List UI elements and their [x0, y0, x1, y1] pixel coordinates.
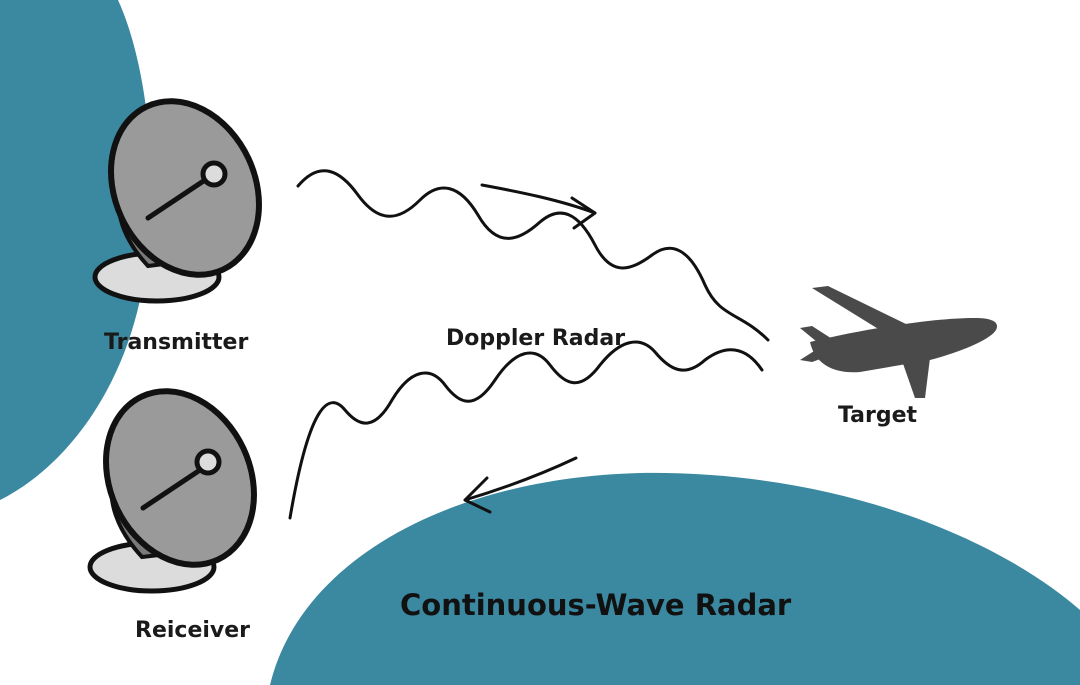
diagram-title: Continuous-Wave Radar: [400, 588, 792, 622]
airplane-icon: [800, 286, 998, 398]
transmitter-label: Transmitter: [104, 330, 249, 355]
transmitter-dish-icon: [92, 98, 262, 304]
target-label: Target: [838, 403, 918, 428]
background-blob-left: [0, 0, 152, 500]
return-arrow-icon: [463, 456, 578, 514]
outgoing-wave: [296, 169, 770, 342]
outgoing-arrow-icon: [480, 183, 597, 230]
return-wave: [288, 340, 764, 520]
doppler-radar-label: Doppler Radar: [446, 326, 626, 351]
background-blob-bottom: [270, 472, 1080, 685]
receiver-label: Reiceiver: [135, 618, 251, 643]
receiver-dish-icon: [87, 388, 257, 594]
